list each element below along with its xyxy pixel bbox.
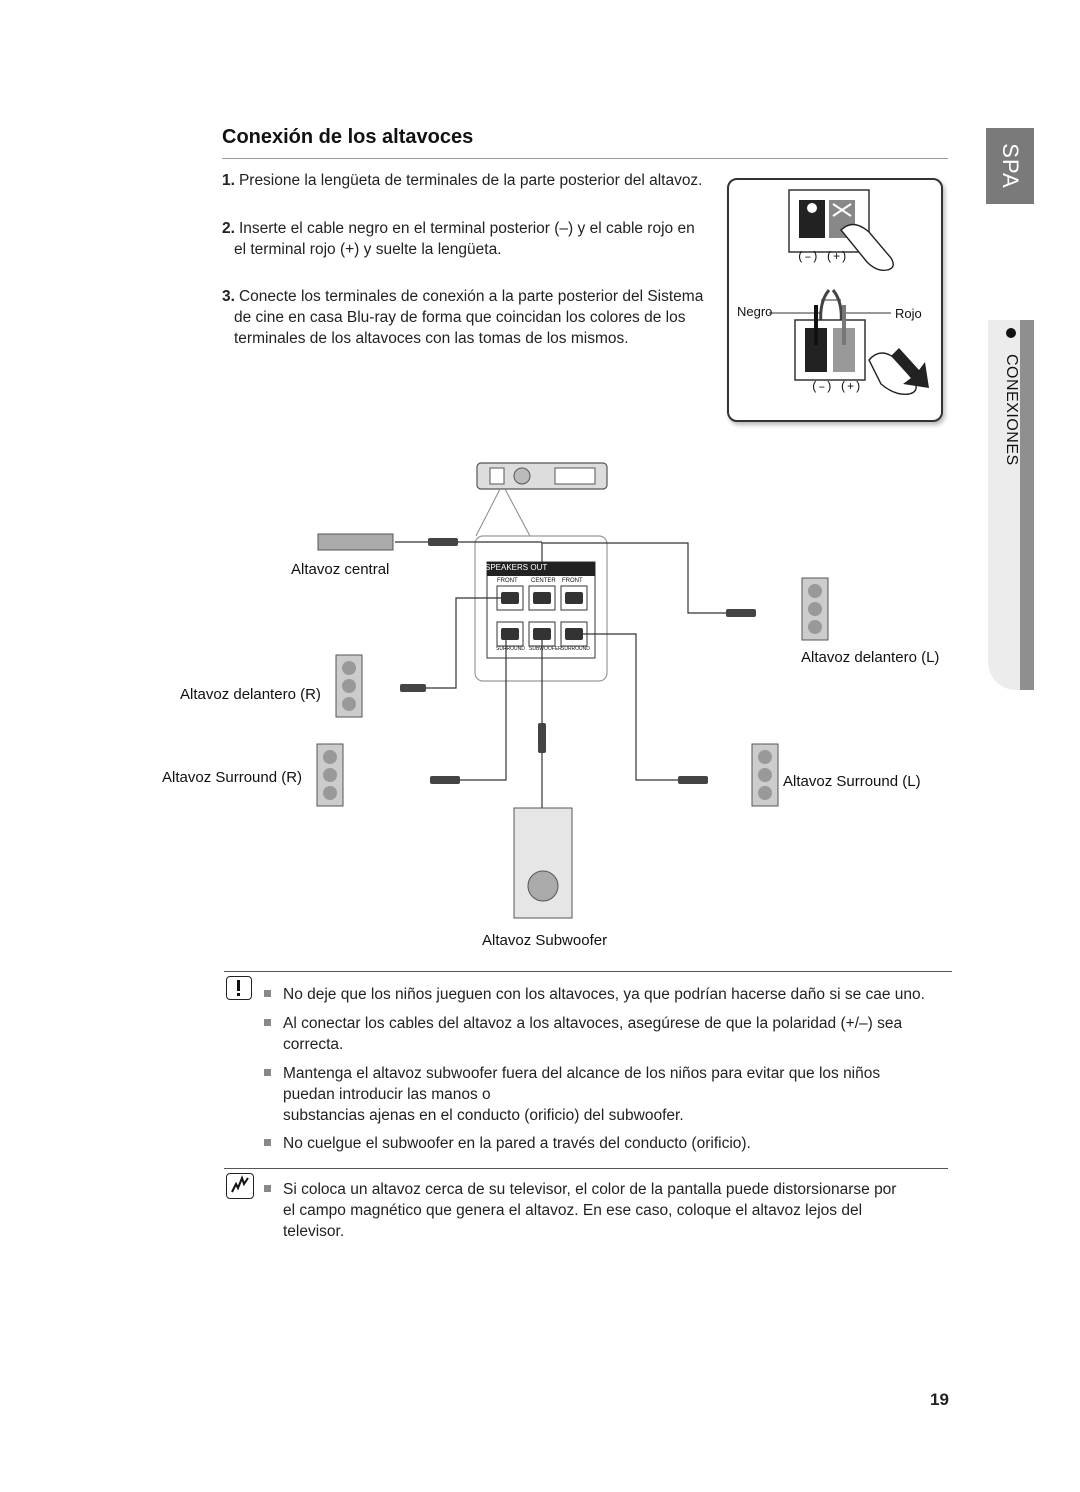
front-right-speaker-label: Altavoz delantero (R)	[180, 686, 321, 703]
wiring-diagram	[316, 462, 829, 919]
bullet-icon	[264, 1139, 271, 1146]
terminal-illustration	[769, 189, 929, 395]
chapter-tab: CONEXIONES	[988, 320, 1034, 690]
step-text: terminales de los altavoces con las toma…	[234, 330, 629, 347]
caution-text: correcta.	[283, 1036, 344, 1053]
bullet-icon	[264, 990, 271, 997]
language-tab-label: SPA	[998, 143, 1023, 189]
negro-label: Negro	[737, 304, 773, 319]
section-title: Conexión de los altavoces	[222, 126, 474, 148]
chapter-tab-label: CONEXIONES	[990, 328, 1020, 466]
subwoofer-speaker-label: Altavoz Subwoofer	[482, 932, 608, 949]
front-left-speaker-label: Altavoz delantero (L)	[801, 649, 940, 666]
jack-label: CENTER	[531, 578, 556, 584]
jack-label: FRONT	[497, 578, 518, 584]
title-rule	[222, 158, 948, 159]
bullet-icon	[264, 1069, 271, 1076]
caution-icon	[226, 976, 252, 1000]
step-text: Presione la lengüeta de terminales de la…	[238, 172, 703, 189]
step-number: 2.	[222, 220, 235, 237]
caution-text: Mantenga el altavoz subwoofer fuera del …	[283, 1065, 881, 1082]
speakers-out-label: SPEAKERS OUT	[485, 563, 548, 572]
step-text: de cine en casa Blu-ray de forma que coi…	[234, 309, 686, 326]
center-speaker-label: Altavoz central	[291, 561, 390, 578]
jack-label: SURROUND	[496, 646, 525, 652]
caution-text: No deje que los niños jueguen con los al…	[283, 986, 925, 1003]
note-text: el campo magnético que genera el altavoz…	[283, 1202, 863, 1219]
step-1: 1.Presione la lengüeta de terminales de …	[222, 170, 703, 191]
language-tab: SPA	[986, 128, 1034, 204]
caution-text: puedan introducir las manos o	[283, 1086, 491, 1103]
note-text: televisor.	[283, 1223, 345, 1240]
page-number: 19	[930, 1390, 949, 1409]
caution-item: No deje que los niños jueguen con los al…	[264, 984, 944, 1005]
caution-rule	[224, 971, 952, 972]
caution-text: substancias ajenas en el conducto (orifi…	[283, 1107, 684, 1124]
jack-label: SUBWOOFER	[529, 646, 562, 652]
caution-text: No cuelgue el subwoofer en la pared a tr…	[283, 1135, 751, 1152]
note-text: Si coloca un altavoz cerca de su televis…	[283, 1181, 897, 1198]
bullet-dot-icon	[1006, 328, 1016, 338]
terminal-inset: (–) (+) Negro Rojo (–) (+)	[727, 178, 943, 422]
note-rule	[224, 1168, 948, 1169]
step-text: Conecte los terminales de conexión a la …	[238, 288, 704, 305]
jack-label: SURROUND	[561, 646, 590, 652]
bullet-icon	[264, 1185, 271, 1192]
step-number: 1.	[222, 172, 235, 189]
step-text: Inserte el cable negro en el terminal po…	[238, 220, 695, 237]
surround-left-speaker-label: Altavoz Surround (L)	[783, 773, 921, 790]
step-number: 3.	[222, 288, 235, 305]
step-3: 3.Conecte los terminales de conexión a l…	[222, 286, 703, 349]
caution-item: Al conectar los cables del altavoz a los…	[264, 1013, 944, 1055]
note-pencil-icon	[226, 1173, 254, 1199]
chapter-tab-text: CONEXIONES	[1003, 354, 1020, 466]
bullet-icon	[264, 1019, 271, 1026]
step-2: 2.Inserte el cable negro en el terminal …	[222, 218, 695, 260]
rojo-label: Rojo	[895, 306, 922, 321]
chapter-tab-bar	[1020, 320, 1034, 690]
caution-item: No cuelgue el subwoofer en la pared a tr…	[264, 1133, 944, 1154]
step-text: el terminal rojo (+) y suelte la lengüet…	[234, 241, 502, 258]
note-item: Si coloca un altavoz cerca de su televis…	[264, 1179, 944, 1242]
polarity-label: (–) (+)	[797, 250, 848, 264]
polarity-label: (–) (+)	[811, 380, 862, 394]
caution-item: Mantenga el altavoz subwoofer fuera del …	[264, 1063, 944, 1126]
surround-right-speaker-label: Altavoz Surround (R)	[162, 769, 303, 786]
caution-text: Al conectar los cables del altavoz a los…	[283, 1015, 903, 1032]
jack-label: FRONT	[562, 578, 583, 584]
